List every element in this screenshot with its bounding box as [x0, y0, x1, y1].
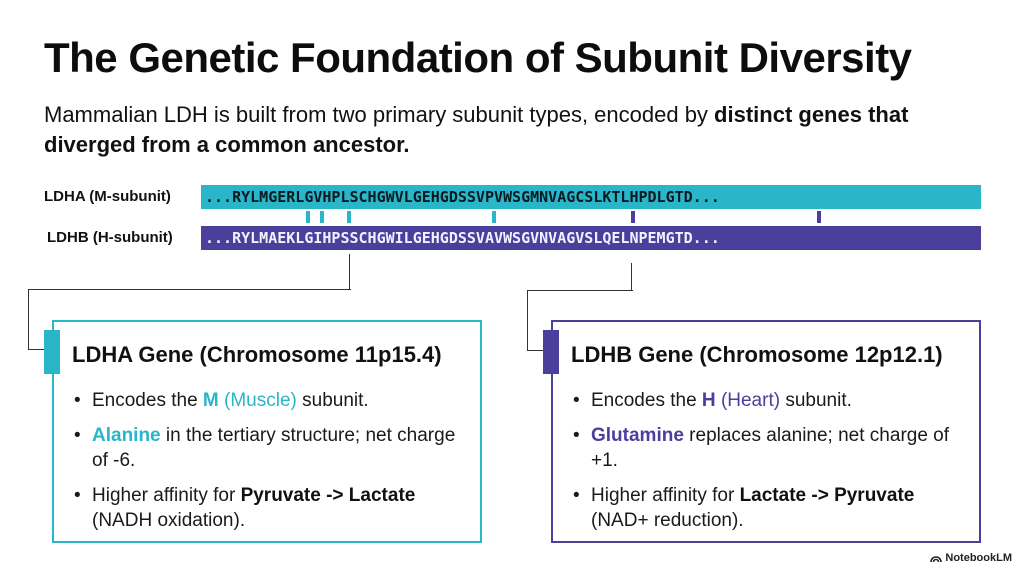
ldha-sequence-bar: ...RYLMGERLGVHPLSCHGWVLGEHGDSSVPVWSGMNVA…	[201, 185, 981, 209]
ldha-card-title: LDHA Gene (Chromosome 11p15.4)	[72, 342, 442, 367]
ldhb-bullet-subunit: Encodes the H (Heart) subunit.	[571, 388, 966, 413]
bullet-highlight: (Muscle)	[224, 390, 297, 411]
bullet-text: (NAD+ reduction).	[591, 510, 744, 531]
brand-name: NotebookLM	[945, 552, 1012, 564]
ldha-connector-vertical	[349, 254, 350, 290]
subtitle-bold: distinct genes that diverged from a comm…	[44, 102, 909, 157]
ldha-bullet-affinity: Higher affinity for Pyruvate -> Lactate …	[72, 483, 467, 533]
bullet-highlight: H	[701, 390, 716, 411]
difference-marker	[347, 211, 351, 223]
bullet-text: Higher affinity for	[92, 485, 241, 506]
ldhb-bullet-affinity: Higher affinity for Lactate -> Pyruvate …	[571, 483, 966, 533]
brand-watermark: NotebookLM	[930, 552, 1012, 564]
ldha-bullet-subunit: Encodes the M (Muscle) subunit.	[72, 388, 467, 413]
ldhb-connector-stub	[527, 350, 547, 351]
ldha-connector-horizontal	[28, 289, 351, 350]
bullet-text: in the tertiary structure; net charge of…	[92, 425, 456, 471]
bullet-highlight: Glutamine	[591, 425, 684, 446]
bullet-bold: Lactate -> Pyruvate	[739, 485, 915, 506]
page-subtitle: Mammalian LDH is built from two primary …	[44, 100, 984, 160]
ldhb-bullet-residue: Glutamine replaces alanine; net charge o…	[571, 423, 966, 473]
bullet-highlight: M	[202, 390, 219, 411]
bullet-text: Encodes the	[92, 390, 203, 411]
bullet-text: replaces alanine; net charge of +1.	[591, 425, 950, 471]
difference-marker	[320, 211, 324, 223]
bullet-highlight: (Heart)	[720, 390, 781, 411]
difference-marker	[817, 211, 821, 223]
difference-marker	[306, 211, 310, 223]
ldhb-gene-card: LDHB Gene (Chromosome 12p12.1) Encodes t…	[543, 320, 981, 543]
ldha-card-tab	[44, 330, 60, 374]
bullet-bold: Pyruvate -> Lactate	[240, 485, 416, 506]
ldha-bullet-list: Encodes the M (Muscle) subunit. Alanine …	[72, 378, 467, 533]
difference-marker	[492, 211, 496, 223]
ldha-gene-card: LDHA Gene (Chromosome 11p15.4) Encodes t…	[44, 320, 482, 543]
ldhb-sequence-bar: ...RYLMAEKLGIHPSSCHGWILGEHGDSSVAVWSGVNVA…	[201, 226, 981, 250]
bullet-text: subunit.	[780, 390, 852, 411]
ldhb-connector-vertical	[631, 263, 632, 291]
bullet-text: (NADH oxidation).	[92, 510, 246, 531]
bullet-text: subunit.	[296, 390, 369, 411]
notebooklm-logo-icon	[930, 555, 943, 562]
bullet-text: Higher affinity for	[591, 485, 740, 506]
ldha-connector-stub	[28, 349, 48, 350]
difference-marker	[631, 211, 635, 223]
ldhb-card-tab	[543, 330, 559, 374]
ldhb-card-title: LDHB Gene (Chromosome 12p12.1)	[571, 342, 943, 367]
ldhb-sequence-label: LDHB (H-subunit)	[47, 229, 173, 246]
page-title: The Genetic Foundation of Subunit Divers…	[44, 34, 912, 81]
ldhb-bullet-list: Encodes the H (Heart) subunit. Glutamine…	[571, 378, 966, 533]
ldha-bullet-residue: Alanine in the tertiary structure; net c…	[72, 423, 467, 473]
bullet-highlight: Alanine	[92, 425, 161, 446]
bullet-text: Encodes the	[591, 390, 702, 411]
ldha-sequence-label: LDHA (M-subunit)	[44, 188, 171, 205]
ldhb-connector-horizontal	[527, 290, 633, 351]
subtitle-text: Mammalian LDH is built from two primary …	[44, 102, 715, 127]
